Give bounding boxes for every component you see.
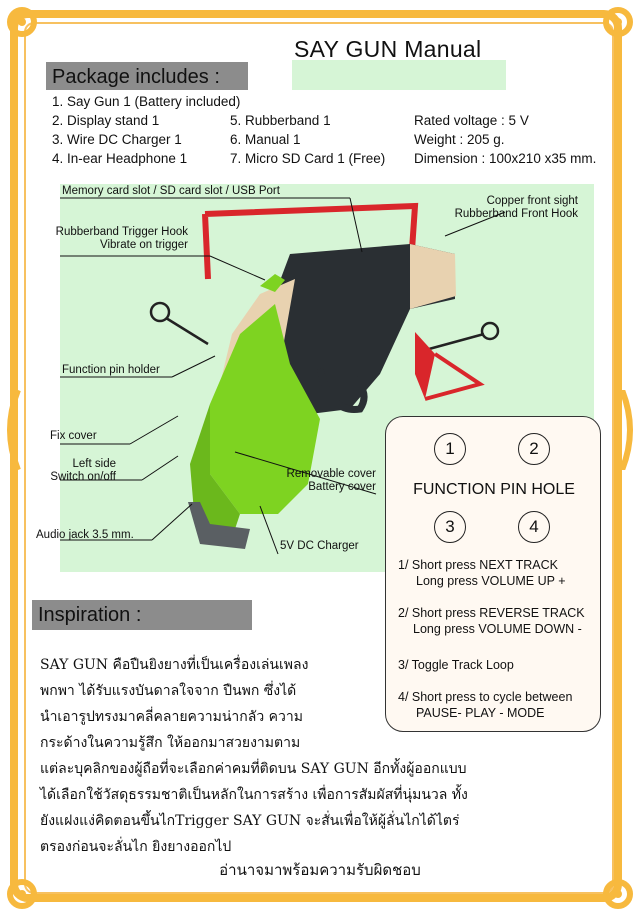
function-item-2: 2/ Short press REVERSE TRACK Long press … xyxy=(398,605,585,637)
label-text: Battery cover xyxy=(308,481,376,493)
package-item: 7. Micro SD Card 1 (Free) xyxy=(230,151,386,166)
package-item: 6. Manual 1 xyxy=(230,132,301,147)
label-switch: Left side Switch on/off xyxy=(34,458,116,484)
corner-ornament-icon xyxy=(7,879,37,909)
corner-ornament-icon xyxy=(603,879,633,909)
function-text: Long press VOLUME DOWN - xyxy=(413,622,582,636)
label-text: Vibrate on trigger xyxy=(99,239,188,251)
package-col-2: 5. Rubberband 1 6. Manual 1 7. Micro SD … xyxy=(230,111,385,168)
function-text: 1/ Short press NEXT TRACK xyxy=(398,558,559,572)
function-text: 4/ Short press to cycle between xyxy=(398,690,573,704)
inspiration-line: แต่ละบุคลิกของผู้ถือที่จะเลือกค่าคมที่ติ… xyxy=(40,761,467,777)
page-frame-inner xyxy=(24,22,614,894)
label-removable-cover: Removable cover Battery cover xyxy=(268,468,376,494)
inspiration-header: Inspiration : xyxy=(32,600,252,630)
pin-number-3: 3 xyxy=(434,511,466,543)
footer-tagline: อ่านาจมาพร้อมความรับผิดชอบ xyxy=(219,861,421,879)
title-highlight xyxy=(292,60,506,90)
function-text: 2/ Short press REVERSE TRACK xyxy=(398,606,585,620)
label-trigger-hook: Rubberband Trigger Hook Vibrate on trigg… xyxy=(36,226,188,252)
label-text: Rubberband Trigger Hook xyxy=(55,226,188,238)
label-fix-cover: Fix cover xyxy=(50,430,97,442)
function-pin-box: 1 2 FUNCTION PIN HOLE 3 4 1/ Short press… xyxy=(385,416,601,732)
spec-item: Dimension : 100x210 x35 mm. xyxy=(414,151,597,166)
label-memory-slot: Memory card slot / SD card slot / USB Po… xyxy=(62,185,280,197)
inspiration-line: ตรองก่อนจะลั่นไก ยิงยางออกไป xyxy=(40,839,232,855)
package-item: 1. Say Gun 1 (Battery included) xyxy=(52,94,241,109)
label-pin-holder: Function pin holder xyxy=(62,364,160,376)
package-item: 3. Wire DC Charger 1 xyxy=(52,132,182,147)
inspiration-line: พกพา ได้รับแรงบันดาลใจจาก ปืนพก ซึ่งได้ xyxy=(40,683,297,699)
side-ornament-icon xyxy=(7,390,21,470)
pin-number-4: 4 xyxy=(518,511,550,543)
function-item-3: 3/ Toggle Track Loop xyxy=(398,657,514,673)
page-title: SAY GUN Manual xyxy=(294,36,482,62)
function-text: PAUSE- PLAY - MODE xyxy=(416,706,545,720)
side-ornament-icon xyxy=(619,390,633,470)
corner-ornament-icon xyxy=(7,7,37,37)
package-header: Package includes : xyxy=(46,62,248,90)
corner-ornament-icon xyxy=(603,7,633,37)
label-copper-sight: Copper front sight Rubberband Front Hook xyxy=(430,195,578,221)
label-text: Left side xyxy=(72,458,116,470)
package-item: 5. Rubberband 1 xyxy=(230,113,331,128)
spec-item: Rated voltage : 5 V xyxy=(414,113,529,128)
inspiration-line: ยังแฝงแง่คิดตอนขึ้นไกTrigger SAY GUN จะส… xyxy=(40,813,460,829)
inspiration-line: กระด้างในความรู้สึก ให้ออกมาสวยงามตาม xyxy=(40,735,301,751)
function-text: Long press VOLUME UP + xyxy=(416,574,566,588)
pin-number-2: 2 xyxy=(518,433,550,465)
inspiration-text: SAY GUN คือปืนยิงยางที่เป็นเครื่องเล่นเพ… xyxy=(40,652,468,860)
package-col-1: 1. Say Gun 1 (Battery included) 2. Displ… xyxy=(52,92,240,168)
label-text: Removable cover xyxy=(286,468,376,480)
spec-col: Rated voltage : 5 V Weight : 205 g. Dime… xyxy=(414,111,596,168)
function-text: 3/ Toggle Track Loop xyxy=(398,658,514,672)
inspiration-line: ได้เลือกใช้วัสดุธรรมชาติเป็นหลักในการสร้… xyxy=(40,787,468,803)
label-text: Switch on/off xyxy=(50,471,116,483)
label-dc-charger: 5V DC Charger xyxy=(280,540,359,552)
label-text: Copper front sight xyxy=(486,195,578,207)
pin-number-1: 1 xyxy=(434,433,466,465)
package-item: 2. Display stand 1 xyxy=(52,113,160,128)
function-pin-title: FUNCTION PIN HOLE xyxy=(413,481,575,498)
function-item-4: 4/ Short press to cycle between PAUSE- P… xyxy=(398,689,572,721)
label-text: Rubberband Front Hook xyxy=(454,208,578,220)
say-gun-illustration xyxy=(60,197,506,555)
package-item: 4. In-ear Headphone 1 xyxy=(52,151,188,166)
inspiration-line: SAY GUN คือปืนยิงยางที่เป็นเครื่องเล่นเพ… xyxy=(40,657,309,673)
function-item-1: 1/ Short press NEXT TRACK Long press VOL… xyxy=(398,557,566,589)
label-audio-jack: Audio jack 3.5 mm. xyxy=(36,529,134,541)
inspiration-line: นำเอารูปทรงมาคลี่คลายความน่ากลัว ความ xyxy=(40,709,303,725)
spec-item: Weight : 205 g. xyxy=(414,132,505,147)
